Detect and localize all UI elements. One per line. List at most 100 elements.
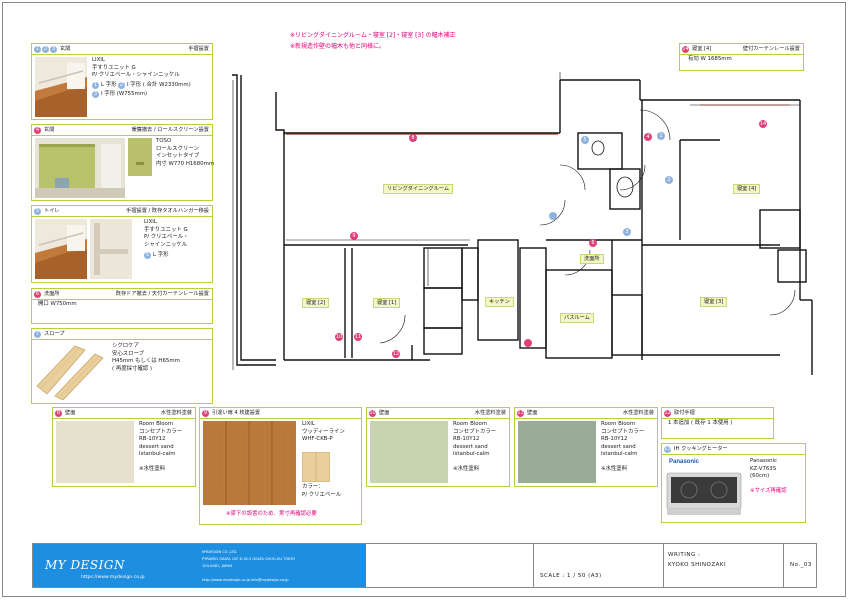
marker-3: 3 bbox=[50, 45, 57, 53]
room-kitchen: キッチン bbox=[485, 297, 514, 307]
plan-marker-3: 3 bbox=[625, 228, 629, 235]
writer-name: KYOKO SHINOZAKI bbox=[668, 562, 727, 568]
marker-5: 5 bbox=[34, 207, 41, 215]
scale-cell: SCALE : 1 / 50 (A3) bbox=[533, 544, 663, 587]
card-header: 14 寝室 [4] 壁付カーテンレール設置 bbox=[680, 44, 803, 55]
card-header: 11 壁面 水性塗料塗装 bbox=[515, 408, 657, 419]
card-ih-cooktop: 13 IH クッキングヒーター Panasonic Panasonic KZ-V… bbox=[661, 443, 806, 523]
screen-line-3: インセットタイプ bbox=[156, 153, 200, 159]
card-header: 13 IH クッキングヒーター bbox=[662, 444, 805, 455]
wall8-line-1: Room Bloom bbox=[139, 421, 174, 427]
marker-2: 2 bbox=[42, 45, 49, 53]
card-title: 玄関 bbox=[60, 46, 71, 52]
roll-screen-photo bbox=[35, 138, 125, 198]
card-title: 取付手摺 bbox=[674, 410, 695, 416]
card-title: 寝室 [4] bbox=[692, 46, 712, 52]
panasonic-logo: Panasonic bbox=[669, 459, 700, 465]
note-new-wall: ※新規造作壁の幅木も他と同様に。 bbox=[290, 43, 386, 50]
room-bedroom3: 寝室 [3] bbox=[700, 297, 728, 307]
card-wall-10: 10 壁面 水性塗料塗装 Room Bloom コンセプトカラー RB-10Y1… bbox=[366, 407, 510, 487]
company-name: MYDESIGN CO.,LTD. bbox=[202, 550, 238, 554]
marker-6: 6 bbox=[34, 290, 41, 298]
plan-marker-10: 10 bbox=[335, 333, 343, 340]
cooktop-image: Panasonic bbox=[665, 457, 743, 520]
card-type: 壁付カーテンレール設置 bbox=[742, 46, 800, 52]
card-header: 7 スロープ bbox=[32, 329, 212, 340]
wall10-line-3: RB-10Y12 bbox=[453, 436, 480, 442]
card-title: 引違い扉 4 枚建設置 bbox=[212, 410, 261, 416]
card-title: 壁面 bbox=[65, 410, 76, 416]
toilet-line-4: シャインニッケル bbox=[144, 241, 188, 248]
paint-swatch-11 bbox=[518, 421, 596, 483]
marker-3: 3 bbox=[92, 91, 99, 98]
marker-5: 5 bbox=[144, 252, 151, 259]
title-block: MY DESIGN https://www.mydesign.co.jp MYD… bbox=[32, 543, 817, 588]
wall11-line-1: Room Bloom bbox=[601, 421, 636, 427]
wall11-footnote: ※水性塗料 bbox=[601, 466, 628, 472]
screen-line-2: ロールスクリーン bbox=[156, 145, 199, 152]
card-washroom: 6 洗面所 既存ドア撤去 / 天付カーテンレール設置 開口 W750mm bbox=[31, 288, 213, 324]
card-slope: 7 スロープ シクロケア 安心スロープ H45mm もしくは H65mm ( 再… bbox=[31, 328, 213, 404]
toilet-swatch-photo bbox=[90, 219, 132, 279]
handrail-brand: LIXIL bbox=[92, 57, 105, 63]
marker-12: 12 bbox=[664, 409, 671, 417]
slope-line-3: H45mm もしくは H65mm bbox=[112, 358, 180, 364]
marker-7: 7 bbox=[34, 330, 41, 338]
toilet-sub-text: L 字形 bbox=[153, 251, 169, 258]
writer-cell: WRITING : KYOKO SHINOZAKI bbox=[663, 544, 783, 587]
toilet-handrail-photo bbox=[35, 219, 87, 279]
marker-4: 4 bbox=[34, 126, 41, 134]
card-type: 暖簾撤去 / ロールスクリーン設置 bbox=[131, 127, 209, 133]
wall8-line-5: Istanbul-calm bbox=[139, 451, 176, 457]
note-baseboard: ※リビングダイニングルーム・寝室 [2]・寝室 [3] の幅木補正 bbox=[290, 32, 456, 39]
plan-marker-5: 5 bbox=[583, 136, 587, 143]
card-title: 洗面所 bbox=[44, 291, 60, 297]
card-title: 壁面 bbox=[379, 410, 390, 416]
marker-14: 14 bbox=[682, 45, 689, 53]
cooktop-line-2: KZ-V763S bbox=[750, 465, 777, 472]
card-wall-8: 8 壁面 水性塗料塗装 Room Bloom コンセプトカラー RB-10Y12… bbox=[52, 407, 196, 487]
plan-marker-8: 8 bbox=[411, 134, 415, 141]
card-header: 10 壁面 水性塗料塗装 bbox=[367, 408, 509, 419]
paint-swatch-8 bbox=[56, 421, 134, 483]
card-entrance-handrail: 1 2 3 玄関 手摺設置 LIXIL 手すりユニット G P/ クリエペール・… bbox=[31, 43, 213, 120]
handrail-item2: I 字形 ( 合計 W2330mm) bbox=[127, 81, 191, 88]
floor-plan bbox=[232, 72, 813, 375]
card-header: 8 壁面 水性塗料塗装 bbox=[53, 408, 195, 419]
card-handrail-addition: 12 取付手摺 1 本追加 ( 既存 1 本使用 ) bbox=[661, 407, 774, 439]
handrail-color: P/ クリエペール・シャインニッケル bbox=[92, 72, 180, 78]
handrail-item1: L 字形 bbox=[101, 81, 117, 88]
room-washroom: 洗面所 bbox=[580, 254, 604, 264]
marker-1: 1 bbox=[92, 82, 99, 89]
slope-line-2: 安心スロープ bbox=[112, 350, 145, 357]
wall11-line-5: Istanbul-calm bbox=[601, 451, 638, 457]
card-type: 手摺設置 bbox=[188, 46, 209, 52]
company-logo: MY DESIGN bbox=[45, 558, 125, 572]
sliding-doors-image bbox=[203, 421, 296, 505]
card-title: スロープ bbox=[44, 331, 65, 337]
card-bedroom4: 14 寝室 [4] 壁付カーテンレール設置 有効 W 1685mm bbox=[679, 43, 804, 71]
card-entrance-screen: 4 玄関 暖簾撤去 / ロールスクリーン設置 TOSO ロールスクリーン インセ… bbox=[31, 124, 214, 201]
writing-label: WRITING : bbox=[668, 552, 701, 558]
toilet-line-3: P/ クリエペール・ bbox=[144, 234, 189, 240]
doors-line-3: WHF-CKB-P bbox=[302, 436, 333, 442]
marker-9: 9 bbox=[202, 409, 209, 417]
handle-line-1: 1 本追加 ( 既存 1 本使用 ) bbox=[668, 420, 733, 426]
doors-color-label: カラー： bbox=[302, 484, 324, 490]
handrail-item3: I 字形 (W755mm) bbox=[101, 90, 148, 97]
company-address-1: PYRAMID GINZA 10F 8-18-3 GINZA CHUO-KU T… bbox=[202, 557, 296, 561]
slope-line-4: ( 再度採寸確認 ) bbox=[112, 365, 152, 372]
wall10-line-5: Istanbul-calm bbox=[453, 451, 490, 457]
scale-text: SCALE : 1 / 50 (A3) bbox=[540, 573, 602, 579]
card-header: 12 取付手摺 bbox=[662, 408, 773, 419]
plan-marker-4: 4 bbox=[646, 133, 650, 140]
company-info: MYDESIGN CO.,LTD. PYRAMID GINZA 10F 8-18… bbox=[198, 544, 366, 587]
toilet-line-2: 手すりユニット G bbox=[144, 226, 188, 233]
page-number: No._03 bbox=[790, 562, 812, 568]
screen-swatch bbox=[128, 138, 152, 176]
doors-line-2: ウッディーライン bbox=[302, 428, 345, 435]
marker-10: 10 bbox=[369, 409, 376, 417]
wall11-line-2: コンセプトカラー bbox=[601, 428, 645, 435]
card-header: 9 引違い扉 4 枚建設置 bbox=[200, 408, 361, 419]
